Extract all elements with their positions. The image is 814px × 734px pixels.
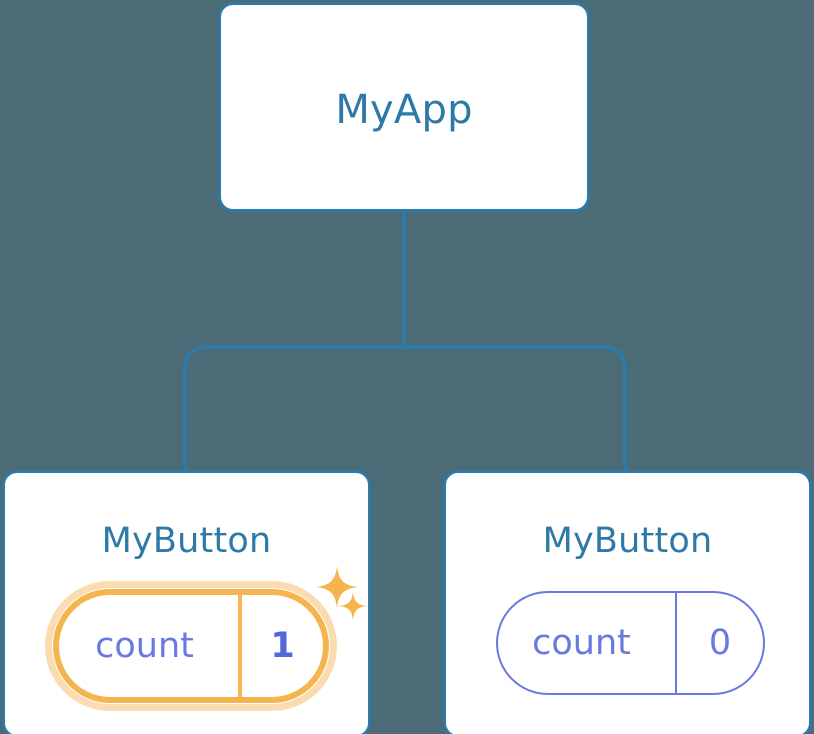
state-value-left: 1 — [238, 595, 323, 697]
state-key-right: count — [532, 623, 631, 663]
sparkle-large-icon — [316, 566, 358, 608]
edge-branch-right — [404, 345, 627, 472]
node-mybutton-left-label: MyButton — [101, 521, 272, 561]
node-myapp-label: MyApp — [335, 87, 473, 133]
node-myapp[interactable]: MyApp — [218, 2, 590, 212]
sparkle-small-icon — [339, 592, 367, 620]
state-pill-right[interactable]: count 0 — [496, 591, 765, 695]
state-pill-glow — [45, 581, 337, 711]
edge-branch-left — [183, 345, 404, 472]
node-mybutton-left[interactable]: MyButton count 1 — [2, 470, 371, 734]
node-mybutton-right[interactable]: MyButton count 0 — [443, 470, 812, 734]
state-value-right: 0 — [675, 593, 763, 693]
state-pill-highlighted-left[interactable]: count 1 — [45, 581, 337, 711]
node-mybutton-right-label: MyButton — [542, 521, 713, 561]
state-pill-left[interactable]: count 1 — [53, 589, 329, 703]
state-key-left: count — [95, 626, 194, 666]
